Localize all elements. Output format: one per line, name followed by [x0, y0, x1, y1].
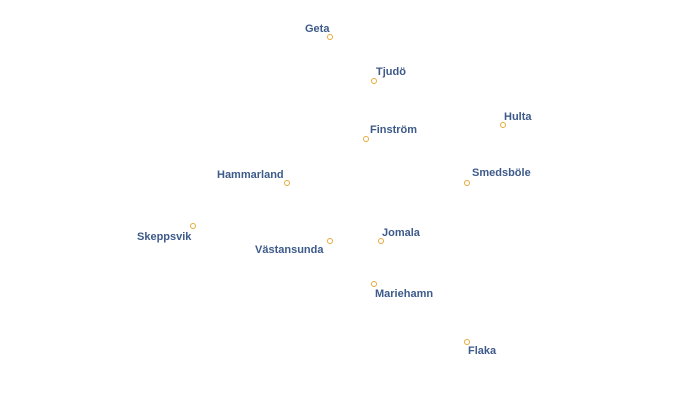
- place-label: Mariehamn: [375, 288, 434, 300]
- place-label: Tjudö: [376, 66, 406, 78]
- place-label: Smedsböle: [472, 167, 531, 179]
- place-marker[interactable]: [284, 180, 290, 186]
- place-marker[interactable]: [464, 339, 470, 345]
- place-label: Flaka: [468, 345, 497, 357]
- place-marker[interactable]: [500, 122, 506, 128]
- place-label: Jomala: [382, 227, 420, 239]
- place-label: Hulta: [504, 111, 532, 123]
- place-label: Geta: [305, 23, 330, 35]
- place-marker[interactable]: [190, 223, 196, 229]
- place-label: Västansunda: [255, 244, 324, 256]
- place-label: Hammarland: [217, 169, 284, 181]
- place-label: Finström: [370, 124, 418, 136]
- place-marker[interactable]: [363, 136, 369, 142]
- place-label: Skeppsvik: [137, 231, 192, 243]
- place-marker[interactable]: [371, 78, 377, 84]
- place-marker[interactable]: [327, 238, 333, 244]
- place-marker[interactable]: [464, 180, 470, 186]
- place-marker[interactable]: [378, 238, 384, 244]
- place-marker[interactable]: [327, 34, 333, 40]
- place-marker[interactable]: [371, 281, 377, 287]
